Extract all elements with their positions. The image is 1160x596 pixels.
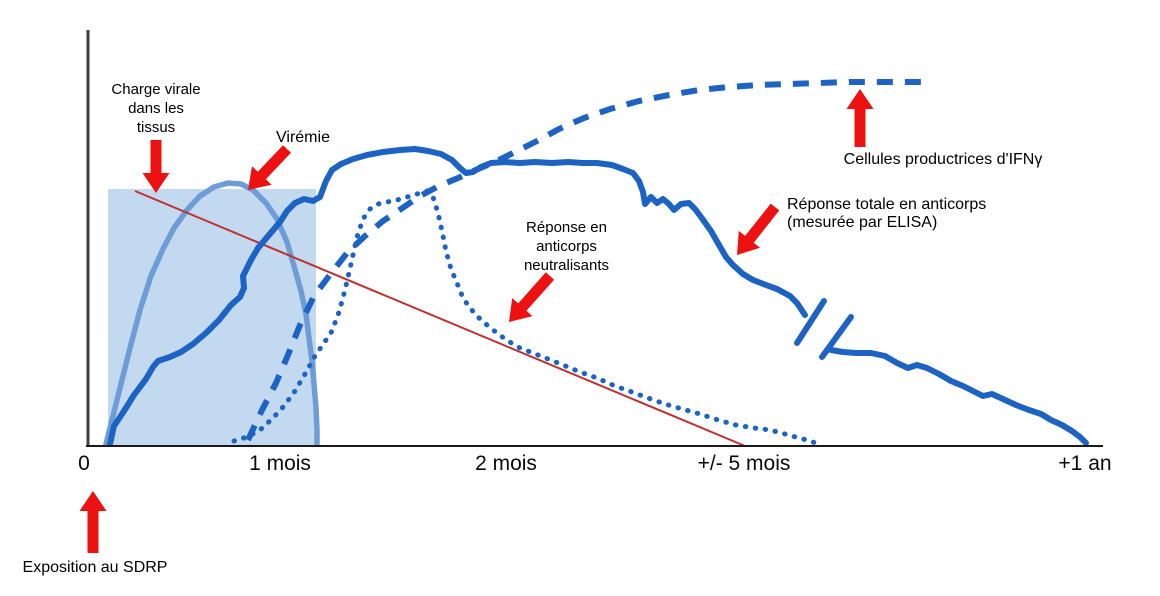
- viremie-arrow: [248, 145, 291, 190]
- label-reponse-totale-elisa: Réponse totale en anticorps (mesurée par…: [787, 196, 987, 231]
- x-tick-1-mois: 1 mois: [249, 452, 311, 475]
- ifn-arrow: [846, 89, 874, 147]
- charge-virale-arrow: [142, 140, 170, 193]
- x-tick-2-mois: 2 mois: [475, 452, 537, 475]
- curve-vir-mie: [103, 180, 320, 447]
- curve-break-mark-2: [819, 314, 854, 360]
- exposition-arrow: [79, 491, 107, 553]
- curve-charge-virale-dans-les-tissus-tendance: [134, 190, 746, 447]
- curve-r-ponse-en-anticorps-neutralisants: [231, 188, 822, 448]
- label-viremie: Virémie: [276, 129, 330, 146]
- x-tick-0: 0: [78, 452, 90, 475]
- label-anticorps-neutralisants: Réponse en anticorps neutralisants: [523, 219, 610, 274]
- label-charge-virale-tissus: Charge virale dans les tissus: [111, 81, 201, 136]
- curve-r-ponse-totale-en-anticorps-mesur-e-par-elisa: [828, 347, 1089, 446]
- curve-r-ponse-totale-en-anticorps-mesur-e-par-elisa: [107, 146, 808, 447]
- label-exposition-sdrp: Exposition au SDRP: [22, 559, 168, 576]
- label-cellules-ifn-gamma: Cellules productrices d'IFNγ: [843, 151, 1043, 168]
- curve-break-mark-1: [794, 298, 827, 346]
- elisa-arrow: [737, 203, 780, 255]
- x-tick-5-mois: +/- 5 mois: [697, 452, 791, 475]
- x-tick-1-an: +1 an: [1058, 452, 1112, 475]
- neutralisants-arrow: [509, 272, 555, 322]
